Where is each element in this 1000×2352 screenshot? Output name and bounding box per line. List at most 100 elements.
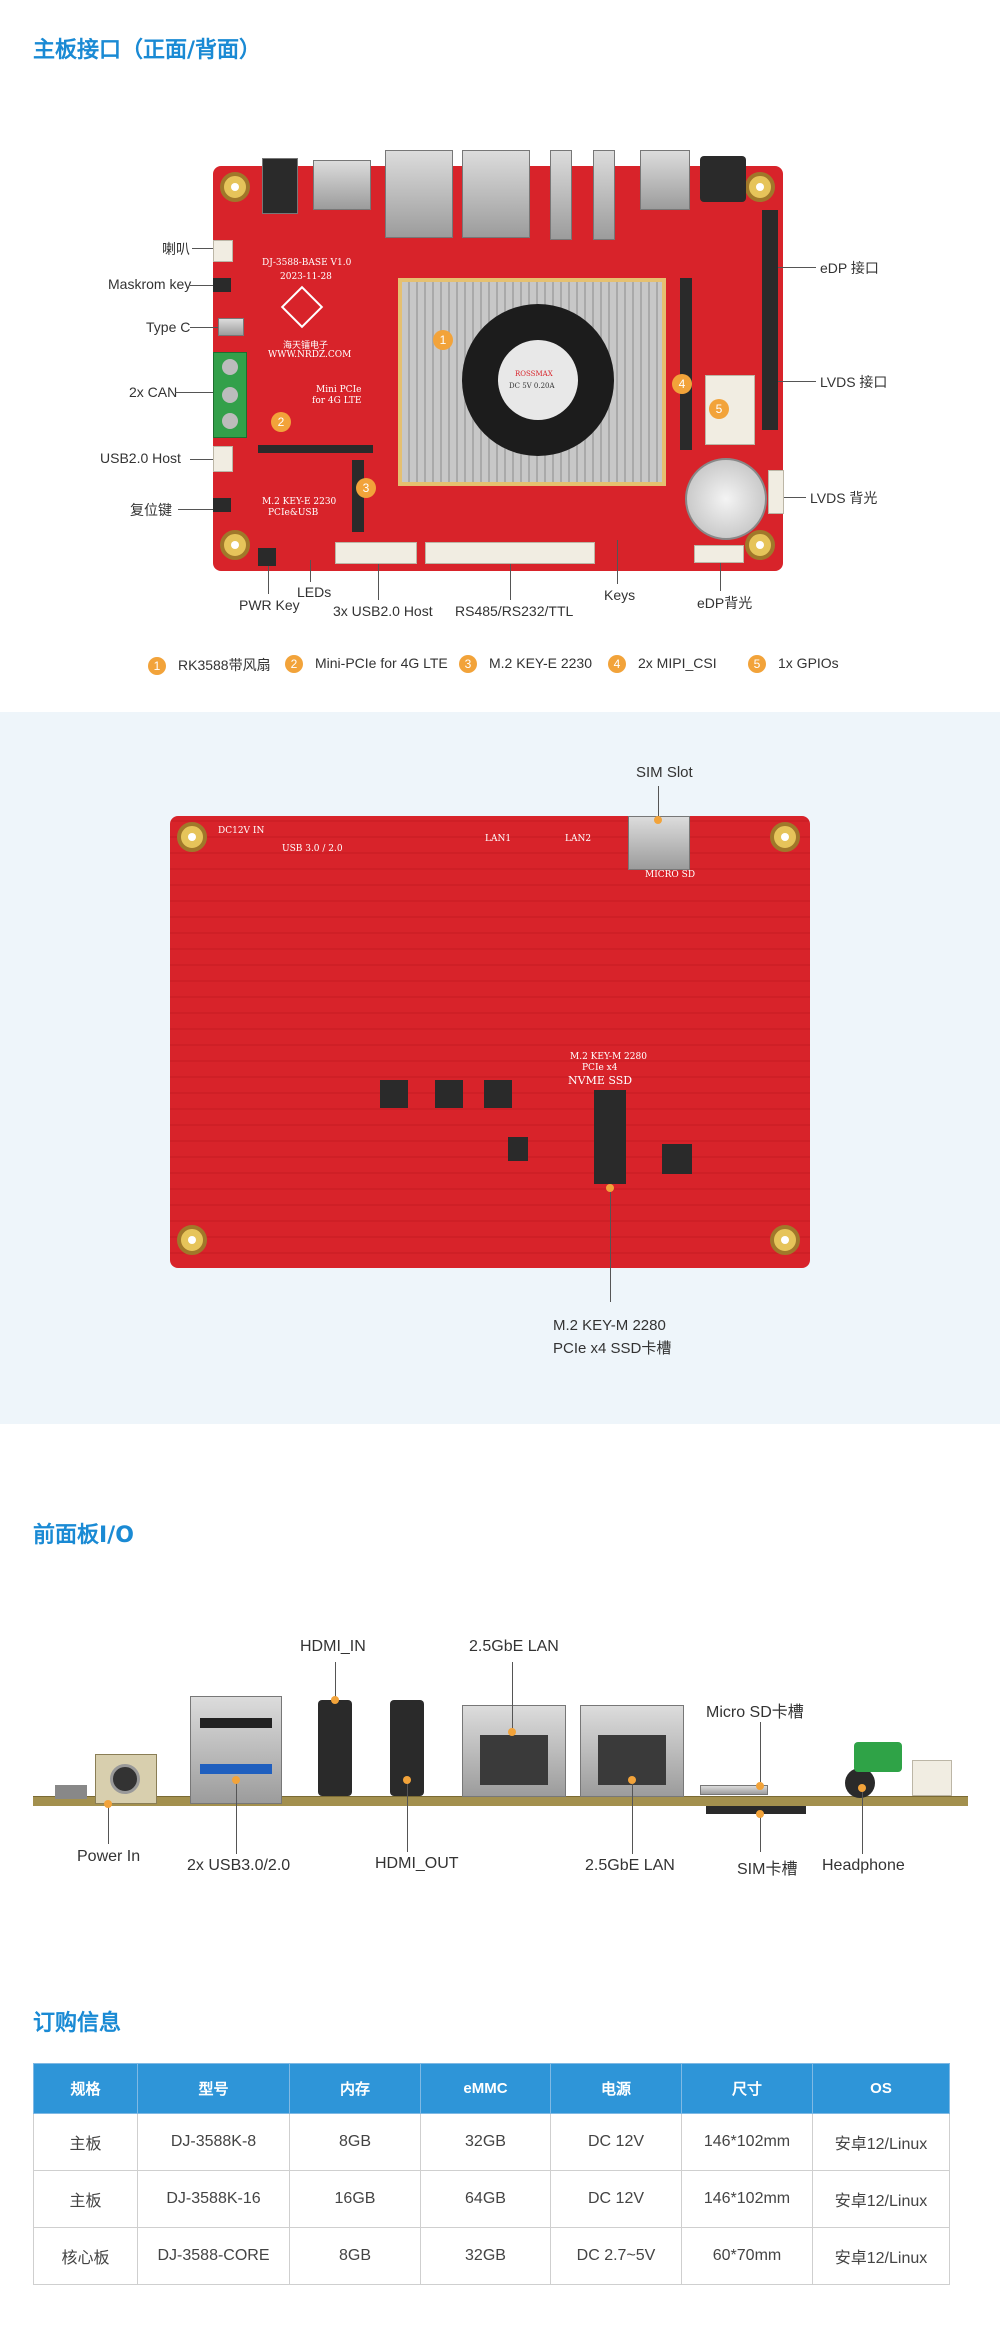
legend-badge-2: 2 <box>285 655 303 674</box>
usb-port-top <box>640 150 690 210</box>
mount-hole <box>745 530 775 560</box>
rtc-battery <box>685 458 767 540</box>
fan <box>462 304 614 456</box>
lvds-backlight-connector <box>768 470 784 514</box>
hdmi-port-1 <box>550 150 572 240</box>
section-title-front-back: 主板接口（正面/背面） <box>33 38 262 63</box>
header-size: 尺寸 <box>681 2063 813 2114</box>
m2-dot <box>606 1184 614 1192</box>
silk-microsd: MICRO SD <box>645 870 696 880</box>
label-usb: 2x USB3.0/2.0 <box>187 1857 291 1874</box>
table-row: 主板 DJ-3588K-16 16GB 64GB DC 12V 146*102m… <box>33 2170 950 2228</box>
lan-port-1 <box>385 150 453 238</box>
audio-jack <box>262 158 298 214</box>
hdmi-in-port <box>318 1700 352 1796</box>
badge-2: 2 <box>271 412 291 432</box>
cell: 安卓12/Linux <box>812 2170 950 2228</box>
table-row: 核心板 DJ-3588-CORE 8GB 32GB DC 2.7~5V 60*7… <box>33 2227 950 2285</box>
microsd-slot <box>700 1785 768 1795</box>
m2-m-slot <box>594 1090 626 1184</box>
label-leds: LEDs <box>297 584 332 600</box>
label-sim-slot: SIM Slot <box>636 764 693 781</box>
lan-hole-a <box>480 1735 548 1785</box>
silk-nvme-sub: PCIe x4 <box>582 1063 618 1073</box>
legend-badge-4: 4 <box>608 655 626 674</box>
power-dot <box>104 1800 112 1808</box>
usb-dot <box>232 1776 240 1784</box>
label-rs485: RS485/RS232/TTL <box>455 603 574 619</box>
maskrom-button <box>213 278 231 292</box>
cell: 16GB <box>289 2170 421 2228</box>
left-pin-header <box>55 1785 87 1799</box>
label-speaker: 喇叭 <box>162 241 190 257</box>
hdmi-port-2 <box>593 150 615 240</box>
legend-item-2: 2 Mini-PCIe for 4G LTE <box>285 655 448 674</box>
legend-text-4: 2x MIPI_CSI <box>638 655 717 671</box>
legend-text-2: Mini-PCIe for 4G LTE <box>315 655 448 671</box>
cell: DJ-3588K-16 <box>137 2170 290 2228</box>
table-header-row: 规格 型号 内存 eMMC 电源 尺寸 OS <box>33 2063 950 2114</box>
header-emmc: eMMC <box>420 2063 551 2114</box>
silk-date: 2023-11-28 <box>280 272 332 282</box>
table-row: 主板 DJ-3588K-8 8GB 32GB DC 12V 146*102mm … <box>33 2113 950 2171</box>
cell: 146*102mm <box>681 2170 813 2228</box>
label-lan-top: 2.5GbE LAN <box>469 1638 559 1655</box>
silk-url: WWW.NRDZ.COM <box>268 350 352 360</box>
cell: 主板 <box>33 2170 138 2228</box>
ic-chip <box>484 1080 512 1108</box>
cell: 核心板 <box>33 2227 138 2285</box>
badge-5: 5 <box>709 399 729 419</box>
legend-text-3: M.2 KEY-E 2230 <box>489 655 592 671</box>
lan-top-dot <box>508 1728 516 1736</box>
cell: DJ-3588-CORE <box>137 2227 290 2285</box>
label-edp-bl: eDP背光 <box>697 595 753 611</box>
label-m2-line1: M.2 KEY-M 2280 <box>553 1317 666 1334</box>
usb3-blue <box>200 1764 272 1774</box>
header-os: OS <box>812 2063 950 2114</box>
usb2-dark <box>200 1718 272 1728</box>
minipcie-slot <box>258 445 373 453</box>
header-spec: 规格 <box>33 2063 138 2114</box>
mount-hole <box>770 1225 800 1255</box>
label-pwr: PWR Key <box>239 597 300 613</box>
legend-badge-3: 3 <box>459 655 477 674</box>
cell: DJ-3588K-8 <box>137 2113 290 2171</box>
edp-connector <box>762 210 778 430</box>
microsd-dot <box>756 1782 764 1790</box>
sd-slot <box>313 160 371 210</box>
headphone-dot <box>858 1784 866 1792</box>
label-reset: 复位键 <box>130 502 172 518</box>
label-keys: Keys <box>604 587 636 603</box>
sim-dot <box>654 816 662 824</box>
ic-chip <box>380 1080 408 1108</box>
headphone-jack <box>845 1768 875 1798</box>
header-memory: 内存 <box>289 2063 421 2114</box>
ic-chip <box>662 1144 692 1174</box>
label-can: 2x CAN <box>129 384 178 400</box>
hdmi-in-dot <box>331 1696 339 1704</box>
header-power: 电源 <box>550 2063 682 2114</box>
usb2-connector <box>213 446 233 472</box>
mount-hole <box>745 172 775 202</box>
serial-connector <box>425 542 595 564</box>
mipi-csi-connector <box>680 278 692 450</box>
power-key <box>258 548 276 566</box>
section-title-order: 订购信息 <box>33 2011 122 2036</box>
mount-hole <box>220 530 250 560</box>
fan-label-1: ROSSMAX <box>515 370 553 378</box>
legend-item-3: 3 M.2 KEY-E 2230 <box>459 655 592 674</box>
header-model: 型号 <box>137 2063 290 2114</box>
legend-badge-5: 5 <box>748 655 766 674</box>
label-headphone: Headphone <box>822 1857 905 1874</box>
silk-usb3: USB 3.0 / 2.0 <box>282 844 343 854</box>
green-terminal <box>854 1742 902 1772</box>
ic-chip <box>435 1080 463 1108</box>
typec-port <box>218 318 244 336</box>
speaker-connector <box>213 240 233 262</box>
label-hdmi-out: HDMI_OUT <box>375 1855 459 1872</box>
silk-lan1: LAN1 <box>485 834 512 844</box>
label-microsd: Micro SD卡槽 <box>706 1704 804 1721</box>
mount-hole <box>177 822 207 852</box>
